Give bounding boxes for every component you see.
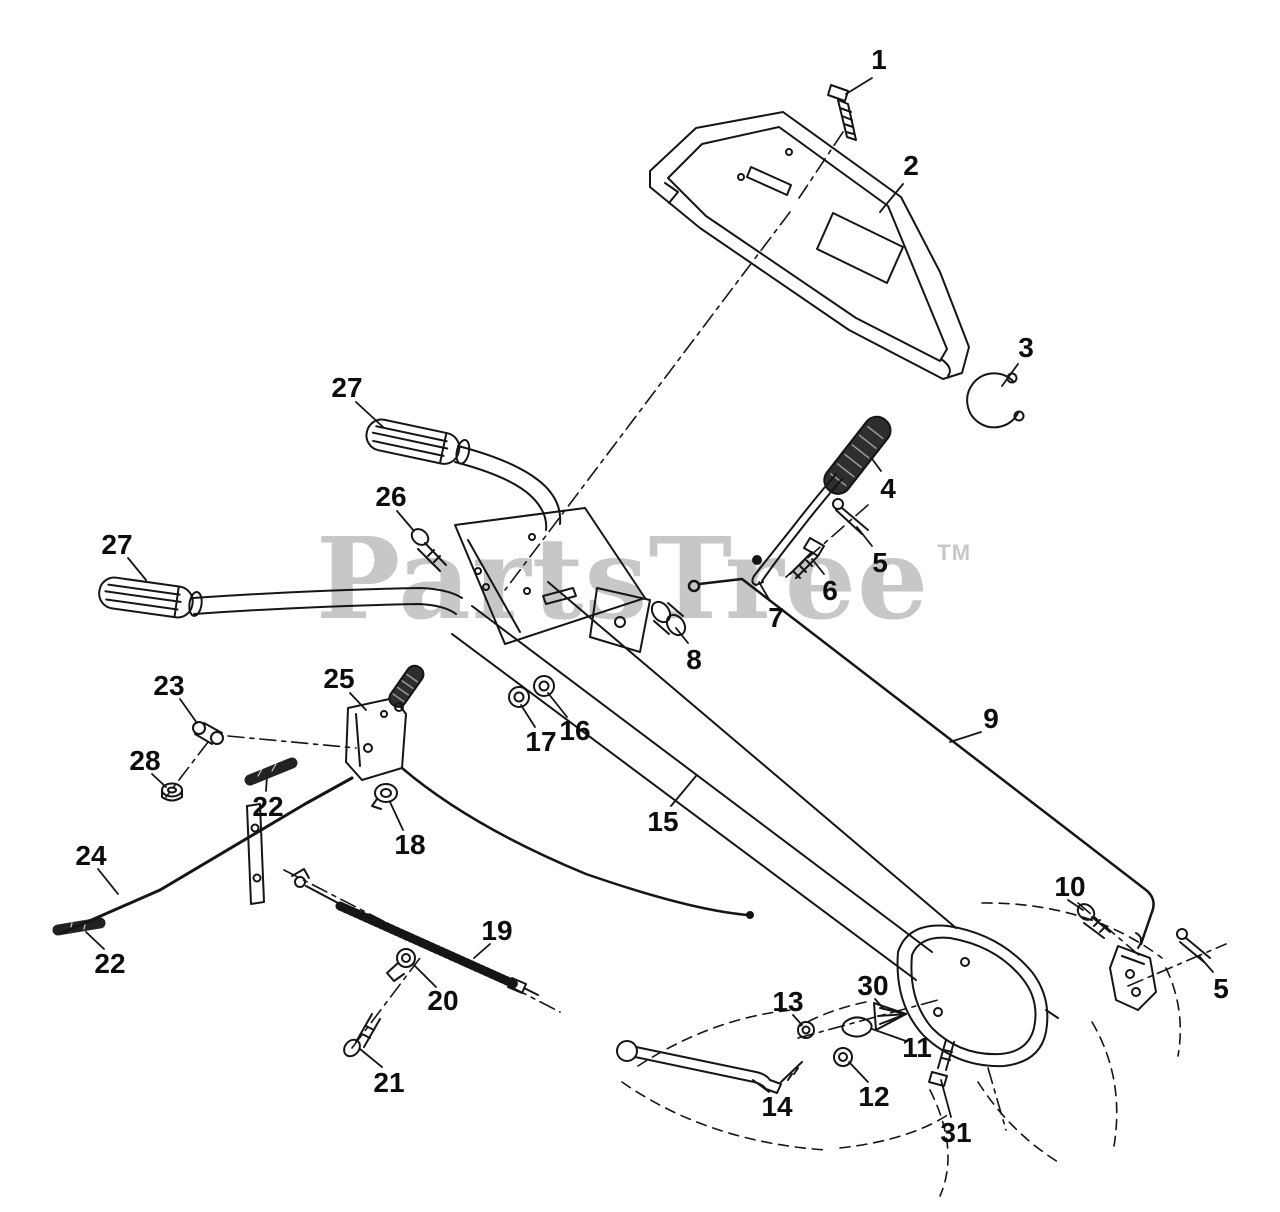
bolt-part-21 [343,1013,381,1058]
clip-part-11 [841,1016,873,1038]
grip-part-4 [823,415,892,495]
retaining-ring-part-3 [966,372,1025,429]
phantom-lines [621,902,1182,1197]
idler-bracket [1109,932,1157,1011]
pin-part-22-upper [244,757,298,786]
handlebar-mount [454,507,651,653]
strap-bracket [246,803,265,905]
watermark-trademark: TM [937,540,972,565]
console-part-2 [649,111,970,380]
lever-part-7 [751,473,843,586]
bolt-part-10 [1076,903,1111,939]
washer-part-16 [533,675,555,697]
wing-nut-part-30 [873,1002,907,1031]
bolt-part-26 [410,528,447,572]
rod-part-24 [60,776,354,935]
centerlines [165,131,1227,1131]
cotter-pin-part-5-lower [1176,928,1211,963]
nut-part-28 [161,782,183,802]
rod-part-9 [687,577,1155,946]
washer-part-17 [508,686,530,708]
clip-part-18 [371,783,398,810]
washer-part-13 [797,1021,815,1039]
spacer-part-8 [650,600,687,637]
cable-part-19 [291,868,539,996]
washer-part-12 [833,1047,853,1067]
bolt-part-1 [827,84,857,141]
clamp-part-20 [386,948,416,982]
leader-lines [85,77,1214,1118]
grip-part-27-upper [365,418,471,465]
handle-tube-part-15 [451,581,957,981]
bolt-part-6 [789,537,825,579]
cotter-pin-part-5-upper [832,498,869,535]
grip-part-27-lower [98,576,203,619]
clip-part-23 [192,721,224,745]
bracket-part-25 [345,664,754,919]
lever-part-14 [616,1040,803,1094]
bolt-part-31 [928,1039,955,1087]
housing-cover [896,924,1059,1068]
